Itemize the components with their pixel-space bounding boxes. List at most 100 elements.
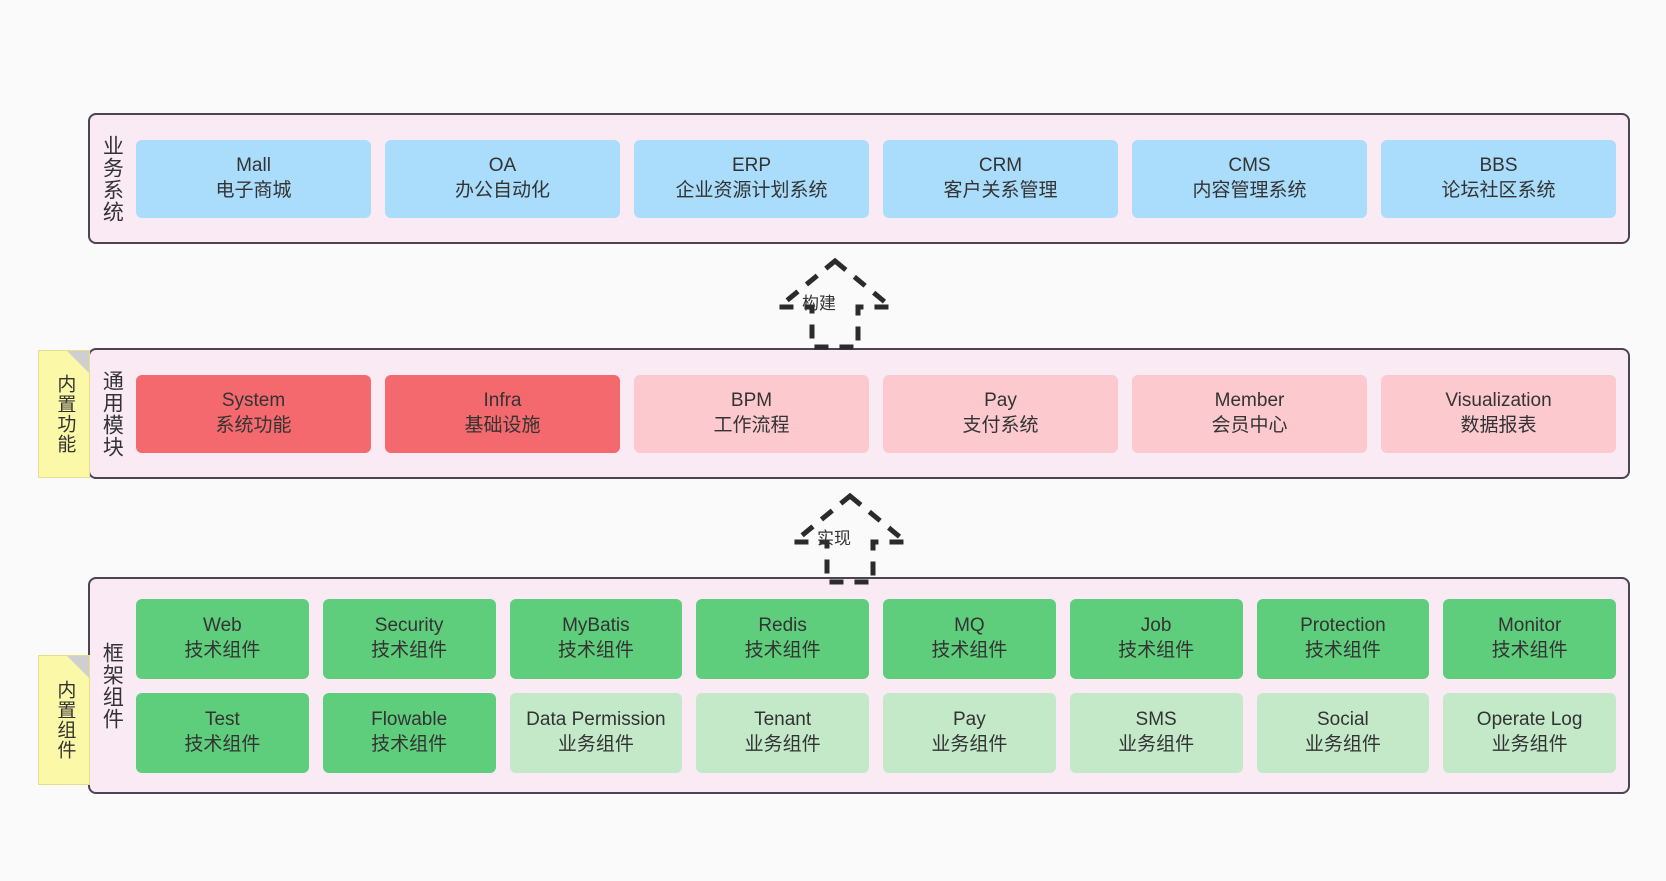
component-name: Data Permission xyxy=(526,709,666,731)
component-desc: 技术组件 xyxy=(1304,639,1381,661)
component-name: Redis xyxy=(758,615,807,637)
note-fold-corner-icon xyxy=(67,656,89,678)
component-name: Flowable xyxy=(371,709,448,731)
component-name: OA xyxy=(488,155,517,177)
layer-title-common: 通用模块 xyxy=(100,369,124,458)
component-name: CMS xyxy=(1228,155,1271,177)
component-desc: 业务组件 xyxy=(1304,733,1381,755)
layer-title-business: 业务系统 xyxy=(100,134,124,223)
component-desc: 技术组件 xyxy=(184,639,261,661)
component-desc: 技术组件 xyxy=(371,733,448,755)
component-desc: 技术组件 xyxy=(931,639,1008,661)
component-desc: 技术组件 xyxy=(1118,639,1195,661)
note-fold-corner-icon xyxy=(67,351,89,373)
component-name: CRM xyxy=(978,155,1023,177)
component-name: ERP xyxy=(731,155,772,177)
component-desc: 基础设施 xyxy=(464,414,541,436)
component-desc: 系统功能 xyxy=(215,414,292,436)
component-desc: 论坛社区系统 xyxy=(1441,179,1556,201)
component-name: Security xyxy=(374,615,444,637)
component-desc: 电子商城 xyxy=(215,179,292,201)
component-desc: 支付系统 xyxy=(962,414,1039,436)
component-name: Tenant xyxy=(754,709,812,731)
component-name: BBS xyxy=(1479,155,1518,177)
note-builtin-function-label: 内置功能 xyxy=(54,374,76,454)
component-name: MyBatis xyxy=(562,615,630,637)
component-desc: 工作流程 xyxy=(713,414,790,436)
component-desc: 技术组件 xyxy=(557,639,634,661)
component-desc: 技术组件 xyxy=(184,733,261,755)
component-desc: 办公自动化 xyxy=(454,179,550,201)
component-name: Web xyxy=(203,615,242,637)
note-builtin-component-label: 内置组件 xyxy=(54,680,76,760)
layer-title-framework: 框架组件 xyxy=(100,641,124,730)
component-name: Pay xyxy=(984,390,1017,412)
component-desc: 业务组件 xyxy=(557,733,634,755)
note-builtin-function: 内置功能 xyxy=(38,350,90,478)
component-desc: 客户关系管理 xyxy=(943,179,1058,201)
component-name: System xyxy=(221,390,286,412)
component-name: Pay xyxy=(953,709,986,731)
component-desc: 数据报表 xyxy=(1460,414,1537,436)
component-desc: 业务组件 xyxy=(1491,733,1568,755)
component-name: Protection xyxy=(1300,615,1386,637)
component-name: Infra xyxy=(483,390,522,412)
component-desc: 会员中心 xyxy=(1211,414,1288,436)
component-name: Member xyxy=(1214,390,1285,412)
component-name: Test xyxy=(204,709,240,731)
note-builtin-component: 内置组件 xyxy=(38,655,90,785)
component-name: Job xyxy=(1140,615,1172,637)
dashed-hollow-arrow-icon xyxy=(787,492,913,585)
arrow-build: 构建 xyxy=(745,255,925,350)
arrow-build-label: 构建 xyxy=(802,294,836,313)
component-desc: 业务组件 xyxy=(1118,733,1195,755)
component-desc: 技术组件 xyxy=(744,639,821,661)
component-desc: 技术组件 xyxy=(371,639,448,661)
component-desc: 业务组件 xyxy=(744,733,821,755)
arrow-implement-label: 实现 xyxy=(817,529,851,548)
component-name: Monitor xyxy=(1497,615,1562,637)
component-name: Mall xyxy=(236,155,271,177)
component-name: Operate Log xyxy=(1476,709,1583,731)
component-name: SMS xyxy=(1135,709,1177,731)
component-name: Visualization xyxy=(1445,390,1552,412)
